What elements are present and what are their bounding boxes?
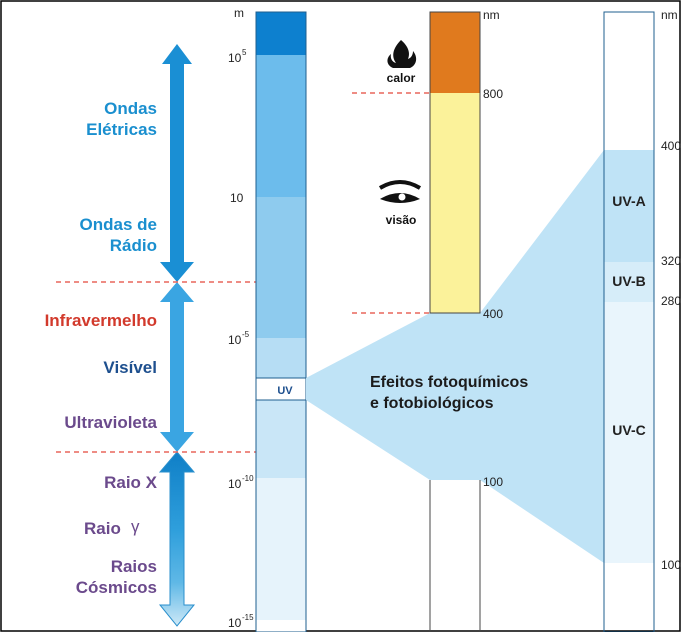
nm-tick-100: 100 bbox=[483, 475, 503, 489]
label-vision: visão bbox=[386, 213, 417, 227]
uv-detail-bar bbox=[603, 11, 655, 633]
uv-zoom-funnel bbox=[306, 150, 604, 563]
effects-text-1: Efeitos fotoquímicos bbox=[370, 374, 528, 391]
meter-uv-label: UV bbox=[277, 385, 293, 397]
radio-arrow-segment bbox=[160, 44, 194, 282]
flame-icon bbox=[387, 40, 417, 68]
meter-tick-1: 10 bbox=[228, 51, 242, 65]
label-radio-waves-1: Ondas de bbox=[80, 215, 157, 234]
uv-unit: nm bbox=[661, 8, 678, 22]
meter-tick-1-exp: 5 bbox=[242, 48, 247, 57]
uv-c-label: UV-C bbox=[612, 422, 645, 438]
nm-tick-800: 800 bbox=[483, 87, 503, 101]
optical-arrow-segment bbox=[160, 282, 194, 452]
uv-tick-400: 400 bbox=[661, 139, 681, 153]
meter-tick-4: 10 bbox=[228, 477, 242, 491]
eye-icon bbox=[378, 180, 422, 203]
label-electric-waves-2: Elétricas bbox=[86, 120, 157, 139]
label-gamma-symbol: γ bbox=[131, 517, 140, 536]
uv-tick-100: 100 bbox=[661, 558, 681, 572]
meter-scale-bar bbox=[255, 11, 307, 633]
nm-unit: nm bbox=[483, 8, 500, 22]
label-radio-waves-2: Rádio bbox=[110, 236, 157, 255]
label-cosmic-2: Cósmicos bbox=[76, 578, 157, 597]
ionizing-arrow-segment bbox=[158, 451, 196, 627]
nm-tick-400: 400 bbox=[483, 307, 503, 321]
meter-tick-4-exp: -10 bbox=[242, 474, 254, 483]
label-cosmic-1: Raios bbox=[111, 557, 157, 576]
meter-tick-2: 10 bbox=[230, 191, 244, 205]
meter-tick-3-exp: -5 bbox=[242, 330, 250, 339]
meter-tick-5-exp: -15 bbox=[242, 613, 254, 622]
meter-tick-3: 10 bbox=[228, 333, 242, 347]
label-infrared: Infravermelho bbox=[45, 311, 157, 330]
uv-b-label: UV-B bbox=[612, 273, 645, 289]
uv-a-label: UV-A bbox=[612, 193, 645, 209]
meter-unit: m bbox=[234, 6, 244, 20]
nm-scale-bar bbox=[429, 11, 481, 632]
label-gamma-word: Raio bbox=[84, 519, 121, 538]
label-visible: Visível bbox=[103, 358, 157, 377]
label-heat: calor bbox=[387, 71, 416, 85]
meter-tick-5: 10 bbox=[228, 616, 242, 630]
effects-text-2: e fotobiológicos bbox=[370, 395, 494, 412]
label-ultraviolet: Ultravioleta bbox=[64, 413, 157, 432]
uv-tick-280: 280 bbox=[661, 294, 681, 308]
uv-tick-320: 320 bbox=[661, 254, 681, 268]
spectrum-arrow bbox=[158, 44, 196, 627]
label-electric-waves-1: Ondas bbox=[104, 99, 157, 118]
label-xray: Raio X bbox=[104, 473, 158, 492]
